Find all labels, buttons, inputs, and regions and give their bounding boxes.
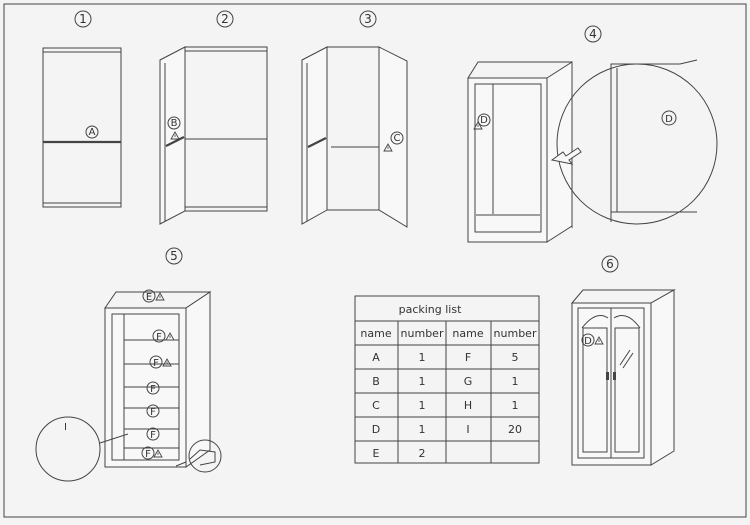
packing-list-cell: 1 [419,375,426,388]
packing-list-cell: 5 [512,351,519,364]
part-b-marker [167,116,181,130]
part-d-marker-6 [581,333,595,347]
step-6-panel: 6 D [570,255,676,466]
warning-icon [155,292,165,301]
step-5-panel: 5 E F F F F F F I [35,247,222,482]
part-c-marker [390,131,404,145]
door-handle-left [606,372,609,380]
back-panel [326,46,380,211]
step-6-number: 6 [606,257,614,271]
part-b-label: B [171,118,178,129]
part-e-label: E [146,292,152,303]
back-panel [184,46,268,212]
packing-list-cell: A [372,351,380,364]
step-4-number: 4 [589,27,597,41]
packing-list-cell: 1 [512,375,519,388]
step-3-marker [359,10,377,28]
back-panel [42,47,122,208]
part-f-label: F [145,449,151,460]
packing-list-cell: E [373,447,380,460]
step-2-marker [216,10,234,28]
part-f-label: F [153,358,159,369]
diagram-border [3,3,747,518]
side-panel-c [378,46,408,228]
detail-circle-i [35,416,101,482]
arrow-icon [550,147,582,165]
part-d-marker [477,113,491,127]
part-a-marker [85,125,99,139]
packing-list-cell: D [372,423,380,436]
magnifier-circle [556,63,718,225]
step-3-panel: 3 C [301,10,408,228]
packing-list-header: name [360,327,391,340]
packing-list-cell: H [464,399,472,412]
part-f-label: F [156,332,162,343]
packing-list-cell: G [464,375,473,388]
packing-list-cell: 1 [419,399,426,412]
step-3-number: 3 [364,12,372,26]
step-4-marker [584,25,602,43]
cabinet-body [467,77,548,243]
packing-list-cell: 1 [419,351,426,364]
packing-list-cell: C [372,399,380,412]
step-1-panel: 1 A [42,10,122,208]
left-side-panel [301,46,328,225]
part-f-label: F [150,407,156,418]
packing-list-cell: 1 [419,423,426,436]
step-5-number: 5 [170,249,178,263]
packing-list-header: number [494,327,537,340]
part-a-label: A [89,127,96,138]
part-f-label: F [150,384,156,395]
part-f-label: F [150,430,156,441]
part-c-label: C [394,133,401,144]
packing-list-title: packing list [399,303,462,316]
part-d-label-6: D [584,336,592,347]
packing-list-cell: I [466,423,469,436]
packing-list-cell: 20 [508,423,522,436]
packing-list-cell: 1 [512,399,519,412]
part-d-detail-marker [661,110,677,126]
step-1-number: 1 [79,12,87,26]
detail-i-label: I [64,422,67,433]
step-5-marker [165,247,183,265]
packing-list-cell: B [372,375,380,388]
part-d-label: D [480,115,488,126]
packing-list-header: number [401,327,444,340]
packing-list-header: name [452,327,483,340]
step-6-marker [601,255,619,273]
packing-list-cell: 2 [419,447,426,460]
detail-circle-small [188,439,222,473]
step-4-panel: 4 D D [467,25,718,243]
step-2-number: 2 [221,12,229,26]
step-2-panel: 2 B [159,10,268,225]
door-handle-right [613,372,616,380]
step-1-marker [74,10,92,28]
packing-list-cell: F [465,351,471,364]
part-d-detail-label: D [665,114,673,125]
